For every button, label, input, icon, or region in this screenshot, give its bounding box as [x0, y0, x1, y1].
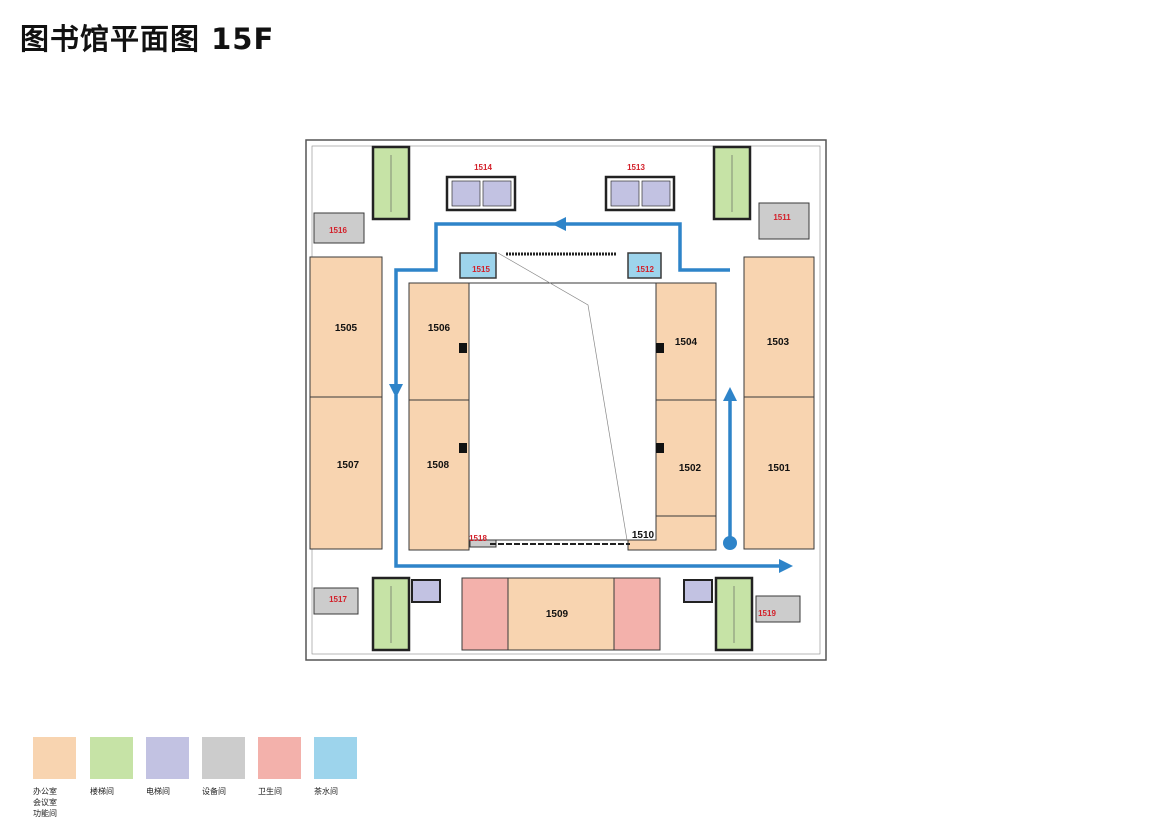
legend-swatch-stair — [90, 737, 133, 779]
room-1507-area[interactable] — [309, 396, 383, 550]
label-1511: 1511 — [773, 213, 791, 222]
restroom-right — [613, 577, 661, 651]
room-1501-area[interactable] — [743, 396, 815, 550]
navigation-route — [394, 222, 780, 568]
room-1502-area[interactable] — [655, 399, 717, 529]
label-1509: 1509 — [546, 609, 569, 620]
elevator-bottom-left — [411, 579, 441, 603]
label-1504: 1504 — [675, 337, 698, 348]
tea-room-1512[interactable] — [627, 252, 662, 279]
legend-swatch-equipment — [202, 737, 245, 779]
legend-label-equipment: 设备间 — [202, 787, 226, 796]
legend-swatch-office — [33, 737, 76, 779]
label-1516: 1516 — [329, 226, 347, 235]
equipment-1517[interactable] — [313, 587, 359, 615]
legend-label-restroom: 卫生间 — [258, 787, 282, 796]
elevator-bottom-right — [683, 579, 713, 603]
legend-item-stair: 楼梯间 — [90, 737, 133, 797]
legend-label-office: 办公室 会议室 功能间 — [33, 787, 57, 818]
legend-label-elevator: 电梯间 — [146, 787, 170, 796]
label-1517: 1517 — [329, 595, 347, 604]
legend-label-stair: 楼梯间 — [90, 787, 114, 796]
label-1501: 1501 — [768, 463, 791, 474]
route-start-dot — [723, 536, 737, 550]
label-1512: 1512 — [636, 265, 654, 274]
label-1508: 1508 — [427, 460, 450, 471]
equipment-1519[interactable] — [755, 595, 801, 623]
label-1503: 1503 — [767, 337, 790, 348]
legend-swatch-restroom — [258, 737, 301, 779]
label-1518: 1518 — [469, 534, 487, 543]
atrium-void — [468, 282, 657, 541]
legend-swatch-elevator — [146, 737, 189, 779]
equipment-1516[interactable] — [313, 212, 365, 244]
legend-item-equipment: 设备间 — [202, 737, 245, 797]
room-1508-area[interactable] — [408, 399, 470, 551]
legend-swatch-tea — [314, 737, 357, 779]
label-1513: 1513 — [627, 163, 645, 172]
route-arrows — [389, 217, 793, 573]
room-1506-area[interactable] — [408, 282, 470, 401]
room-1505-area[interactable] — [309, 256, 383, 398]
elevator-group-top-left — [445, 175, 517, 212]
label-1507: 1507 — [337, 460, 360, 471]
room-1503-area[interactable] — [743, 256, 815, 398]
label-1502: 1502 — [679, 463, 702, 474]
room-1504-area[interactable] — [655, 282, 717, 401]
label-1515: 1515 — [472, 265, 490, 274]
tea-room-1515[interactable] — [459, 252, 497, 279]
legend-item-restroom: 卫生间 — [258, 737, 301, 797]
label-1510: 1510 — [632, 530, 655, 541]
columns — [459, 343, 664, 453]
legend-item-office: 办公室 会议室 功能间 — [33, 737, 76, 819]
legend-item-tea: 茶水间 — [314, 737, 357, 797]
elevator-group-top-right — [604, 175, 676, 212]
label-1506: 1506 — [428, 323, 451, 334]
legend-item-elevator: 电梯间 — [146, 737, 189, 797]
label-1514: 1514 — [474, 163, 492, 172]
atrium-edge — [497, 252, 628, 541]
label-1505: 1505 — [335, 323, 358, 334]
legend-label-tea: 茶水间 — [314, 787, 338, 796]
equipment-1511[interactable] — [758, 202, 810, 240]
restroom-left — [461, 577, 509, 651]
label-1519: 1519 — [758, 609, 776, 618]
page-title: 图书馆平面图 15F — [20, 22, 275, 56]
